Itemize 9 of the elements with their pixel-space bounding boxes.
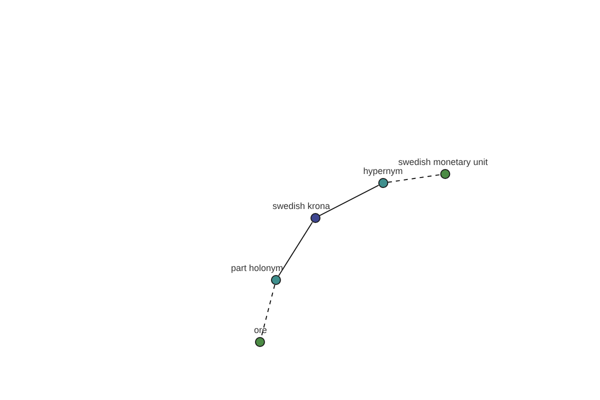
- dashed-connector: [387, 174, 441, 183]
- node-label: part holonym: [230, 263, 283, 274]
- node-label: swedish krona: [272, 201, 330, 212]
- node-label: ore: [254, 325, 267, 336]
- connector-line: [278, 222, 313, 276]
- node-label: hypernym: [363, 166, 403, 177]
- node-label: swedish monetary unit: [398, 157, 488, 168]
- dashed-connector: [260, 284, 276, 338]
- connector-line: [318, 184, 380, 216]
